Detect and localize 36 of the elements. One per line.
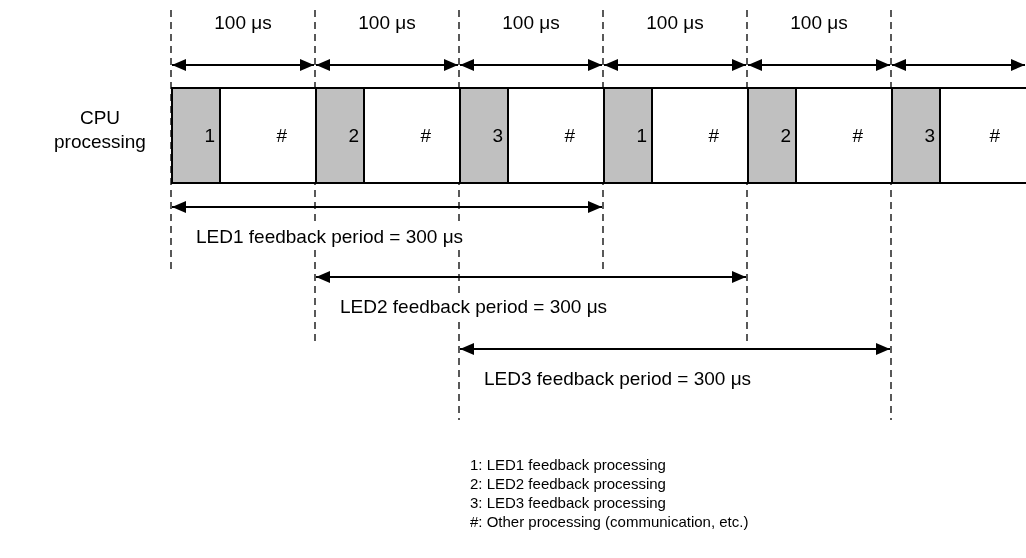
slot-label: #	[276, 124, 288, 147]
slot-label: #	[852, 124, 864, 147]
slot-label: 3	[924, 124, 936, 147]
legend-note: #: Other processing (communication, etc.)	[470, 513, 749, 530]
other-processing-slot	[795, 87, 893, 184]
led-processing-slot	[891, 87, 941, 184]
led-processing-slot	[747, 87, 797, 184]
led-processing-slot	[603, 87, 653, 184]
slot-label: #	[564, 124, 576, 147]
dimension-label: 100 μs	[358, 12, 416, 34]
slot-label: 2	[348, 124, 360, 147]
slot-label: 1	[204, 124, 216, 147]
other-processing-slot	[507, 87, 605, 184]
other-processing-slot	[363, 87, 461, 184]
slot-label: #	[420, 124, 432, 147]
dimension-label: 100 μs	[502, 12, 560, 34]
dimension-label: LED1 feedback period = 300 μs	[195, 226, 465, 248]
legend-note: 2: LED2 feedback processing	[470, 475, 666, 492]
legend-note: 1: LED1 feedback processing	[470, 456, 666, 473]
led-processing-slot	[459, 87, 509, 184]
slot-label: 1	[636, 124, 648, 147]
legend-note: 3: LED3 feedback processing	[470, 494, 666, 511]
led-processing-slot	[171, 87, 221, 184]
dimension-label: LED2 feedback period = 300 μs	[339, 296, 609, 318]
dimension-label: 100 μs	[790, 12, 848, 34]
other-processing-slot	[219, 87, 317, 184]
slot-label: 3	[492, 124, 504, 147]
slot-label: 2	[780, 124, 792, 147]
other-processing-slot	[939, 87, 1026, 184]
other-processing-slot	[651, 87, 749, 184]
row-label: CPU processing	[53, 106, 147, 154]
led-processing-slot	[315, 87, 365, 184]
slot-label: #	[989, 124, 1001, 147]
slot-label: #	[708, 124, 720, 147]
dimension-label: 100 μs	[646, 12, 704, 34]
dimension-label: 100 μs	[214, 12, 272, 34]
